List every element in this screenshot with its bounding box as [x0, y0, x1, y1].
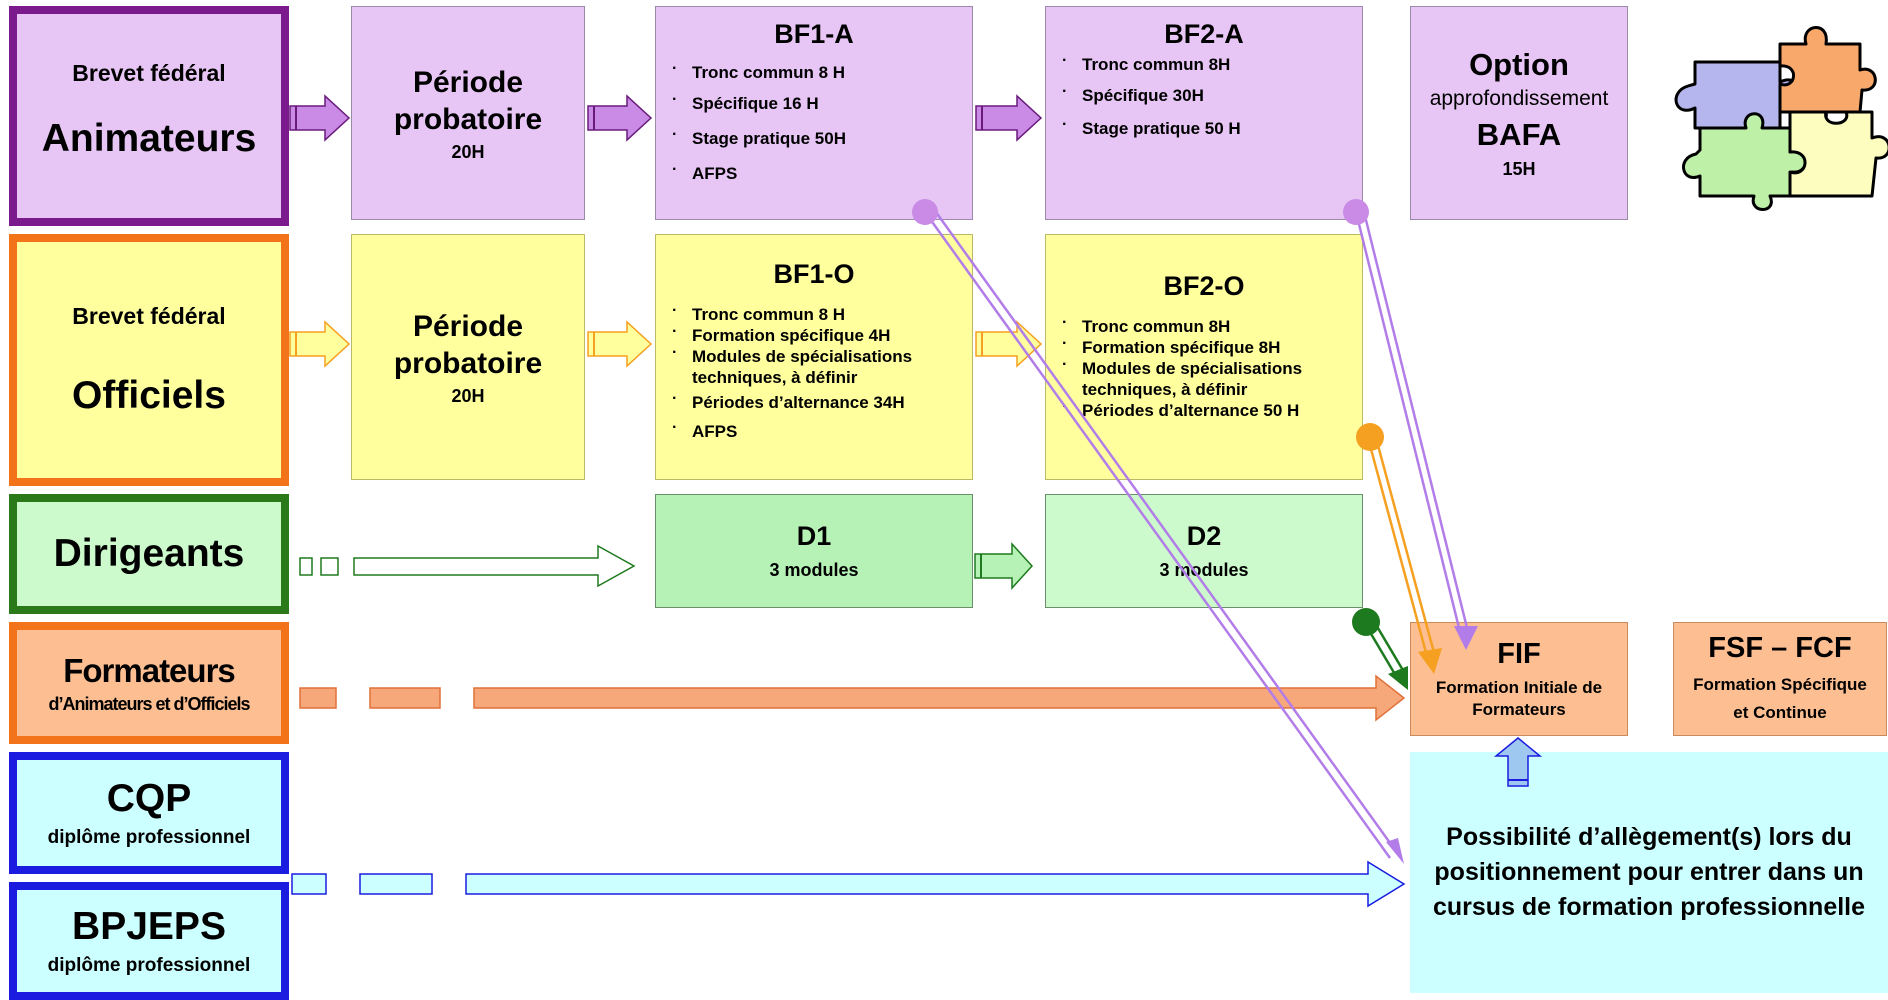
list-item: Formation spécifique 4H — [656, 321, 972, 346]
list-item: Tronc commun 8 H — [656, 300, 972, 325]
option-hours: 15H — [1502, 159, 1536, 179]
periode-hours: 20H — [451, 141, 485, 162]
category-animateurs-line1: Brevet fédéral — [72, 59, 226, 86]
arrow-professionnel — [291, 860, 1406, 908]
category-bpjeps-sub: diplôme professionnel — [47, 955, 251, 976]
bf2-a-box: BF2-A Tronc commun 8H Spécifique 30H Sta… — [1045, 6, 1363, 220]
list-item: Formation spécifique 8H — [1046, 333, 1362, 358]
category-bpjeps-title: BPJEPS — [72, 905, 226, 948]
allegement-text: Possibilité d’allègement(s) lors du posi… — [1432, 823, 1866, 921]
periode-probatoire-animateurs: Période probatoire 20H — [351, 6, 585, 220]
d2-title: D2 — [1186, 521, 1222, 551]
category-officiels-title: Officiels — [72, 373, 226, 417]
list-item: Tronc commun 8H — [1046, 312, 1362, 337]
periode-line2: probatoire — [393, 346, 543, 380]
periode-hours: 20H — [451, 385, 485, 406]
d2-sub: 3 modules — [1159, 560, 1249, 580]
arrow-formateurs — [299, 674, 1406, 722]
periode-line2: probatoire — [393, 102, 543, 136]
bf1-a-list: Tronc commun 8 H Spécifique 16 H Stage p… — [656, 58, 972, 184]
connector-bf2a-fif — [1343, 199, 1478, 650]
arrow-officiels-2 — [587, 320, 653, 368]
list-item: Périodes d’alternance 34H — [656, 388, 972, 413]
list-item: AFPS — [656, 159, 972, 184]
allegement-box: Possibilité d’allègement(s) lors du posi… — [1410, 752, 1888, 993]
periode-probatoire-officiels: Période probatoire 20H — [351, 234, 585, 480]
bf1-o-box: BF1-O Tronc commun 8 H Formation spécifi… — [655, 234, 973, 480]
list-item: Stage pratique 50H — [656, 124, 972, 149]
bf2-a-title: BF2-A — [1164, 19, 1244, 49]
fsf-fcf-title: FSF – FCF — [1708, 631, 1852, 664]
category-officiels: Brevet fédéral Officiels — [9, 234, 289, 486]
list-item: Tronc commun 8 H — [656, 58, 972, 83]
category-dirigeants: Dirigeants — [9, 494, 289, 614]
d1-sub: 3 modules — [769, 560, 859, 580]
list-item: Stage pratique 50 H — [1046, 114, 1362, 139]
list-item: AFPS — [656, 417, 972, 442]
d1-title: D1 — [796, 521, 832, 551]
bf1-a-box: BF1-A Tronc commun 8 H Spécifique 16 H S… — [655, 6, 973, 220]
category-formateurs: Formateurs d’Animateurs et d’Officiels — [9, 622, 289, 744]
fif-sub: Formation Initiale de Formateurs — [1435, 677, 1603, 719]
bf1-a-title: BF1-A — [774, 19, 854, 49]
list-item: Spécifique 30H — [1046, 81, 1362, 106]
category-formateurs-sub: d’Animateurs et d’Officiels — [48, 693, 250, 714]
connector-d2-fif — [1352, 608, 1408, 690]
arrow-dirigeants-2 — [974, 542, 1034, 590]
category-animateurs-title: Animateurs — [41, 116, 257, 160]
bf1-o-title: BF1-O — [773, 259, 855, 289]
list-item: Tronc commun 8H — [1046, 50, 1362, 75]
category-formateurs-title: Formateurs — [63, 651, 236, 689]
arrow-officiels-1 — [289, 320, 351, 368]
category-bpjeps: BPJEPS diplôme professionnel — [9, 882, 289, 1000]
puzzle-icon — [1674, 26, 1888, 211]
bf2-o-list: Tronc commun 8H Formation spécifique 8H … — [1046, 312, 1362, 421]
list-item: Modules de spécialisations techniques, à… — [1046, 354, 1362, 400]
fsf-fcf-sub: Formation Spécifique et Continue — [1693, 674, 1867, 722]
arrow-animateurs-3 — [975, 94, 1043, 142]
category-dirigeants-title: Dirigeants — [53, 532, 245, 575]
option-sub: approfondissement — [1429, 87, 1609, 110]
option-bafa: BAFA — [1476, 117, 1562, 152]
bf2-a-list: Tronc commun 8H Spécifique 30H Stage pra… — [1046, 50, 1362, 139]
option-bafa-box: Option approfondissement BAFA 15H — [1410, 6, 1628, 220]
periode-line1: Période — [412, 309, 524, 343]
d2-box: D2 3 modules — [1045, 494, 1363, 608]
list-item: Spécifique 16 H — [656, 89, 972, 114]
fsf-fcf-box: FSF – FCF Formation Spécifique et Contin… — [1673, 622, 1887, 736]
arrow-dirigeants-1 — [299, 544, 636, 588]
d1-box: D1 3 modules — [655, 494, 973, 608]
category-cqp-sub: diplôme professionnel — [47, 827, 251, 848]
bf1-o-list: Tronc commun 8 H Formation spécifique 4H… — [656, 300, 972, 442]
category-animateurs: Brevet fédéral Animateurs — [9, 6, 289, 226]
arrow-animateurs-2 — [587, 94, 653, 142]
periode-line1: Période — [412, 65, 524, 99]
option-title: Option — [1469, 47, 1569, 82]
category-cqp-title: CQP — [106, 777, 192, 820]
connector-bf2o-fif — [1356, 423, 1442, 674]
category-officiels-line1: Brevet fédéral — [72, 302, 226, 329]
list-item: Modules de spécialisations techniques, à… — [656, 342, 972, 388]
category-cqp: CQP diplôme professionnel — [9, 752, 289, 874]
bf2-o-title: BF2-O — [1163, 271, 1245, 301]
fif-title: FIF — [1497, 637, 1541, 670]
arrow-animateurs-1 — [289, 94, 351, 142]
connector-bf1a-allegement — [912, 199, 1404, 864]
fif-box: FIF Formation Initiale de Formateurs — [1410, 622, 1628, 736]
arrow-up-to-fif — [1493, 737, 1543, 787]
